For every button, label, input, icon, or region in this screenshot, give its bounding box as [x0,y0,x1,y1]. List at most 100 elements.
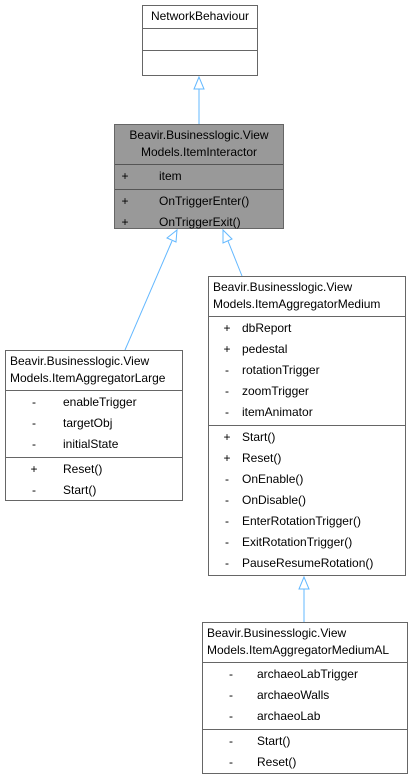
attribute-row: - archaeoLabTrigger [203,664,407,685]
method-name: OnTriggerExit() [159,215,241,229]
class-item-aggregator-medium-al[interactable]: Beavir.Businesslogic.View Models.ItemAgg… [202,622,408,774]
class-title: Beavir.Businesslogic.View Models.ItemAgg… [209,277,405,317]
class-name: NetworkBehaviour [150,9,250,23]
arrowhead-interactor-from-large [166,228,178,243]
class-name-line1: Beavir.Businesslogic.View [207,626,347,640]
arrowhead-interactor-from-medium [222,228,233,244]
visibility-marker: - [229,709,233,723]
method-name: OnTriggerEnter() [159,194,250,208]
attribute-row: - initialState [6,434,182,455]
attribute-name: pedestal [242,342,288,356]
attribute-row: - rotationTrigger [209,360,405,381]
visibility-marker: - [32,483,36,497]
arrow-medium-to-interactor [227,240,243,277]
methods-section: + Reset() - Start() [6,458,182,503]
class-network-behaviour[interactable]: NetworkBehaviour [142,5,258,76]
arrowhead-networkbehaviour [193,75,205,90]
method-name: Reset() [257,755,297,769]
method-row: - EnterRotationTrigger() [209,511,405,532]
method-row: - ExitRotationTrigger() [209,532,405,553]
class-item-aggregator-large[interactable]: Beavir.Businesslogic.View Models.ItemAgg… [5,350,183,501]
visibility-marker: - [225,535,229,549]
attribute-row: + dbReport [209,318,405,339]
method-row: - PauseResumeRotation() [209,553,405,574]
visibility-marker: - [225,514,229,528]
attribute-name: enableTrigger [63,395,137,409]
class-name-line1: Beavir.Businesslogic.View [129,128,269,142]
methods-section: + OnTriggerEnter() + OnTriggerExit() [115,190,283,235]
methods-section: + Start() + Reset() - OnEnable() - OnDis… [209,426,405,576]
visibility-marker: - [225,384,229,398]
methods-section [143,51,257,72]
visibility-marker: - [229,688,233,702]
method-row: - OnEnable() [209,469,405,490]
attribute-row: - enableTrigger [6,392,182,413]
method-row: + OnTriggerEnter() [115,191,283,212]
visibility-marker: - [225,556,229,570]
visibility-marker: - [32,416,36,430]
class-name-line2: Models.ItemAggregatorMedium [213,297,381,311]
class-name-line2: Models.ItemInteractor [140,145,258,159]
method-name: ExitRotationTrigger() [242,535,353,549]
class-name-line1: Beavir.Businesslogic.View [213,280,353,294]
attributes-section: + dbReport + pedestal - rotationTrigger … [209,317,405,426]
visibility-marker: + [223,430,231,444]
visibility-marker: + [223,451,231,465]
method-name: OnEnable() [242,472,304,486]
visibility-marker: - [225,493,229,507]
attributes-section: - enableTrigger - targetObj - initialSta… [6,391,182,458]
visibility-marker: - [225,363,229,377]
method-row: - Start() [203,731,407,752]
attribute-row: + item [115,166,283,187]
visibility-marker: + [223,342,231,356]
method-name: Reset() [242,451,282,465]
visibility-marker: + [121,215,129,229]
attributes-section: + item [115,165,283,190]
visibility-marker: + [121,169,129,183]
visibility-marker: + [223,321,231,335]
arrowhead-medium-from-mediumal [298,575,310,590]
method-row: + Start() [209,427,405,448]
attribute-name: dbReport [242,321,292,335]
method-row: - Reset() [203,752,407,773]
arrow-large-to-interactor [124,240,173,351]
class-title: Beavir.Businesslogic.View Models.ItemInt… [115,125,283,165]
method-row: + Reset() [6,459,182,480]
attribute-name: archaeoLabTrigger [257,667,358,681]
attribute-name: initialState [63,437,119,451]
class-name-line2: Models.ItemAggregatorMediumAL [207,643,390,657]
class-title: NetworkBehaviour [143,6,257,29]
attribute-name: zoomTrigger [242,384,309,398]
attribute-row: - itemAnimator [209,402,405,423]
methods-section: - Start() - Reset() [203,730,407,775]
attribute-name: archaeoWalls [257,688,330,702]
attribute-row: - targetObj [6,413,182,434]
class-item-interactor[interactable]: Beavir.Businesslogic.View Models.ItemInt… [114,124,284,229]
visibility-marker: - [229,755,233,769]
method-name: Start() [242,430,276,444]
class-title: Beavir.Businesslogic.View Models.ItemAgg… [203,623,407,663]
visibility-marker: + [121,194,129,208]
method-name: EnterRotationTrigger() [242,514,361,528]
attribute-name: targetObj [63,416,113,430]
visibility-marker: - [32,437,36,451]
class-title: Beavir.Businesslogic.View Models.ItemAgg… [6,351,182,391]
attribute-row: + pedestal [209,339,405,360]
method-name: Start() [257,734,291,748]
visibility-marker: - [225,405,229,419]
attribute-name: rotationTrigger [242,363,320,377]
visibility-marker: - [32,395,36,409]
class-item-aggregator-medium[interactable]: Beavir.Businesslogic.View Models.ItemAgg… [208,276,406,576]
method-name: Reset() [63,462,103,476]
attribute-name: item [159,169,182,183]
attribute-row: - archaeoLab [203,706,407,727]
method-name: Start() [63,483,97,497]
method-row: - OnDisable() [209,490,405,511]
attribute-row: - archaeoWalls [203,685,407,706]
attributes-section [143,29,257,51]
method-row: - Start() [6,480,182,501]
method-name: PauseResumeRotation() [242,556,374,570]
method-row: + Reset() [209,448,405,469]
method-name: OnDisable() [242,493,307,507]
